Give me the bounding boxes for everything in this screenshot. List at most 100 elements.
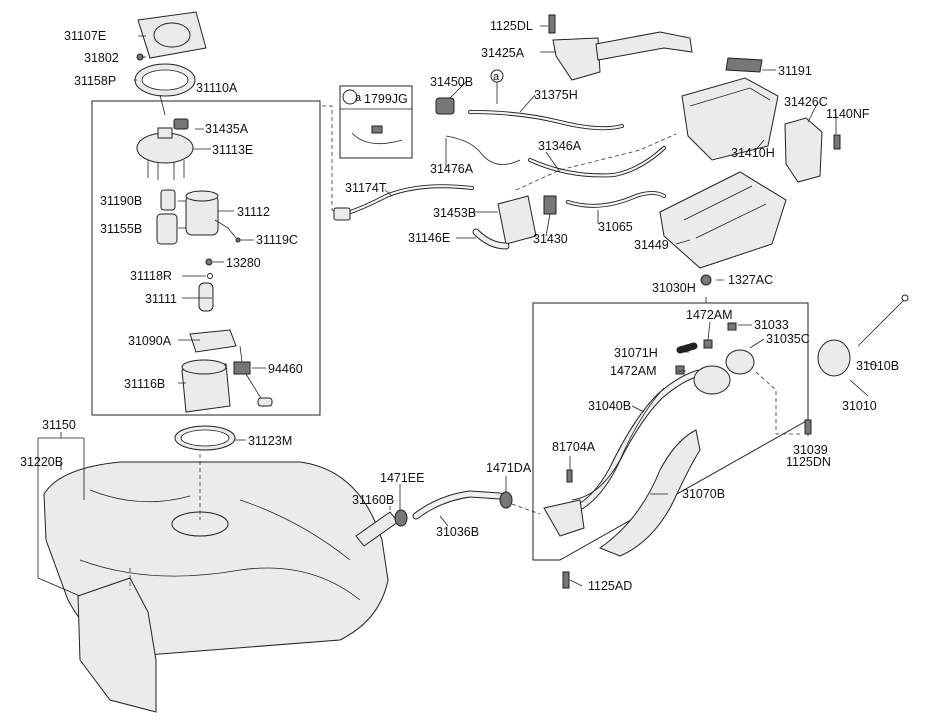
dash-link-6 xyxy=(511,503,541,515)
label-1472AM-mid: 1472AM xyxy=(610,364,657,378)
label-31119C: 31119C xyxy=(256,233,298,247)
pump-module-frame xyxy=(91,100,321,416)
label-31070B: 31070B xyxy=(682,487,725,501)
bolt-1125DL xyxy=(548,14,556,34)
label-31010B: 31010B xyxy=(856,359,899,373)
label-31118R: 31118R xyxy=(130,269,172,283)
label-31435A: 31435A xyxy=(205,122,249,136)
label-31123M: 31123M xyxy=(248,434,292,448)
clamp-1472AM-a xyxy=(703,339,713,349)
label-31039: 31039 xyxy=(793,443,828,457)
label-31375H: 31375H xyxy=(534,88,578,102)
label-31220B: 31220B xyxy=(20,455,63,469)
pump-31111 xyxy=(198,282,214,312)
wire-31119C xyxy=(214,219,237,239)
protector-31070B xyxy=(598,429,701,557)
filler-neck-frame xyxy=(532,302,809,561)
canister-31410H xyxy=(681,77,779,161)
label-81704A: 81704A xyxy=(552,440,596,454)
label-1125AD: 1125AD xyxy=(588,579,632,593)
fuel-tank-group xyxy=(37,425,541,713)
valve-31430 xyxy=(543,195,557,215)
label-31090A: 31090A xyxy=(128,334,172,348)
label-31033: 31033 xyxy=(754,318,789,332)
inset-frame xyxy=(339,85,413,159)
gasket-inner xyxy=(141,69,189,91)
bolt-1125AD xyxy=(562,571,570,589)
label-31065: 31065 xyxy=(598,220,633,234)
tank-pump-opening xyxy=(171,511,229,537)
label-31158P: 31158P xyxy=(74,74,116,88)
label-31802: 31802 xyxy=(84,51,119,65)
screw-31039 xyxy=(804,419,812,435)
pad-31191 xyxy=(725,57,763,73)
label-1471EE: 1471EE xyxy=(380,471,424,485)
inset-marker-circle xyxy=(342,89,358,105)
tank-leaders xyxy=(60,432,507,527)
inset-part-number: 1799JG xyxy=(364,92,408,106)
fuel-pump-module-group xyxy=(91,11,321,416)
label-31191: 31191 xyxy=(778,64,812,78)
label-31430: 31430 xyxy=(533,232,568,246)
label-1471DA: 1471DA xyxy=(486,461,532,475)
label-31146E: 31146E xyxy=(408,231,450,245)
ring-31035C xyxy=(725,349,755,375)
label-31160B: 31160B xyxy=(352,493,394,507)
inset-clip-strap xyxy=(351,132,403,145)
label-31174T: 31174T xyxy=(345,181,387,195)
clamp-1471DA xyxy=(499,491,513,509)
label-1125DL: 1125DL xyxy=(490,19,533,33)
screw-81704A xyxy=(566,469,573,483)
label-94460: 94460 xyxy=(268,362,303,376)
connector-31435A xyxy=(173,118,189,130)
regulator-31190B xyxy=(160,189,176,211)
vapor-system-group xyxy=(322,14,841,286)
flange-rods xyxy=(147,160,185,180)
tray-ribs xyxy=(683,185,767,239)
inset-clip-body xyxy=(371,125,383,134)
filler-base-bracket xyxy=(543,499,585,537)
filler-head xyxy=(693,365,731,395)
label-31410H: 31410H xyxy=(731,146,775,160)
label-13280: 13280 xyxy=(226,256,261,270)
label-31190B: 31190B xyxy=(100,194,142,208)
hose-31071H xyxy=(676,342,698,354)
line-31174T-end xyxy=(333,207,351,221)
clip-31033 xyxy=(727,322,737,331)
reservoir-top xyxy=(181,359,227,375)
filter-31155B xyxy=(156,213,178,245)
flange-connector xyxy=(157,127,173,139)
label-31113E: 31113E xyxy=(212,143,253,157)
tether-31010B xyxy=(857,299,905,347)
label-31449: 31449 xyxy=(634,238,669,252)
vapor-leaders xyxy=(384,25,837,281)
label-31035C: 31035C xyxy=(766,332,810,346)
label-31110A: 31110A xyxy=(196,81,238,95)
tether-end xyxy=(901,294,909,302)
pump-group-leaders xyxy=(134,35,266,384)
bracket-31426C xyxy=(784,117,823,183)
label-31150: 31150 xyxy=(42,418,76,432)
label-31071H: 31071H xyxy=(614,346,658,360)
tank-contours xyxy=(79,489,361,601)
line-31375H xyxy=(468,110,624,131)
valve-31453B xyxy=(497,195,537,245)
inset-1799JG xyxy=(339,85,413,159)
label-31116B: 31116B xyxy=(124,377,165,391)
wire-31476A xyxy=(445,135,521,165)
label-31030H: 31030H xyxy=(652,281,696,295)
label-31036B: 31036B xyxy=(436,525,479,539)
clip-31119C xyxy=(235,237,241,243)
label-31453B: 31453B xyxy=(433,206,476,220)
label-31426C: 31426C xyxy=(784,95,828,109)
canister-ridge xyxy=(689,87,771,107)
sender-float xyxy=(257,397,273,407)
filter-housing-top xyxy=(185,190,219,202)
clamp-1472AM-b xyxy=(675,365,685,375)
label-31111: 31111 xyxy=(145,292,177,306)
label-31155B: 31155B xyxy=(100,222,142,236)
heat-shield-31220B xyxy=(77,577,157,713)
label-31112: 31112 xyxy=(237,205,270,219)
label-31476A: 31476A xyxy=(430,162,474,176)
